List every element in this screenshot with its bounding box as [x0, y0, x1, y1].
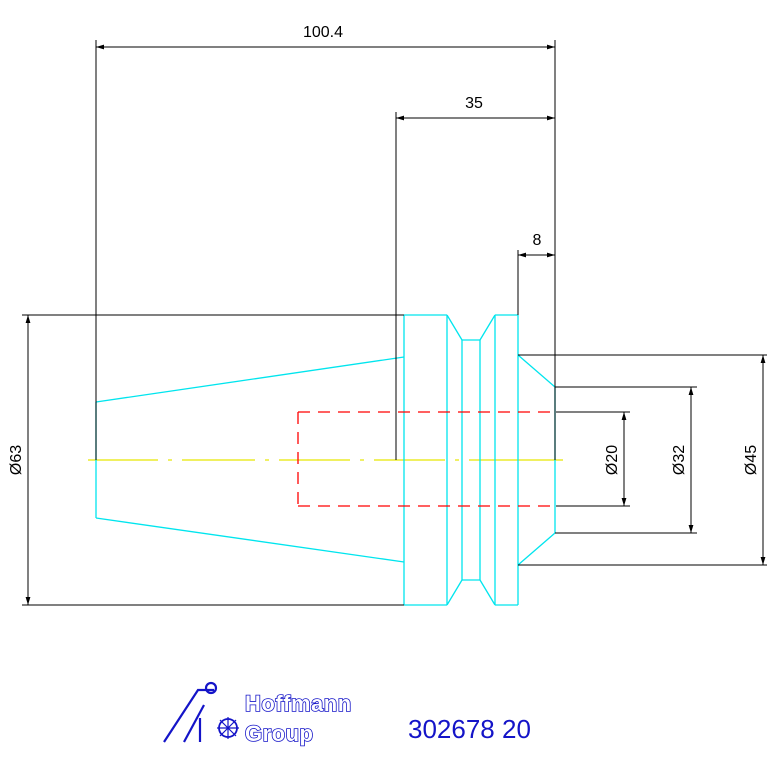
- dim-nose-inner-diameter: Ø32: [671, 445, 688, 475]
- dim-nose-length: 35: [465, 95, 483, 112]
- dim-collar-length: 8: [533, 232, 542, 249]
- dimension-lines: [22, 40, 767, 606]
- dim-nose-outer-diameter: Ø45: [743, 445, 760, 475]
- dim-body-diameter: Ø63: [8, 445, 25, 475]
- dim-overall-length: 100.4: [303, 24, 343, 41]
- dim-bore-diameter: Ø20: [604, 445, 621, 475]
- logo-line-2: Group: [245, 721, 314, 746]
- hidden-bore: [297, 411, 556, 507]
- logo-line-1: Hoffmann: [245, 691, 352, 716]
- hoffmann-group-logo: Hoffmann Group: [163, 681, 352, 747]
- hoffmann-group-logo-icon: [163, 681, 239, 743]
- part-number: 302678 20: [408, 714, 531, 744]
